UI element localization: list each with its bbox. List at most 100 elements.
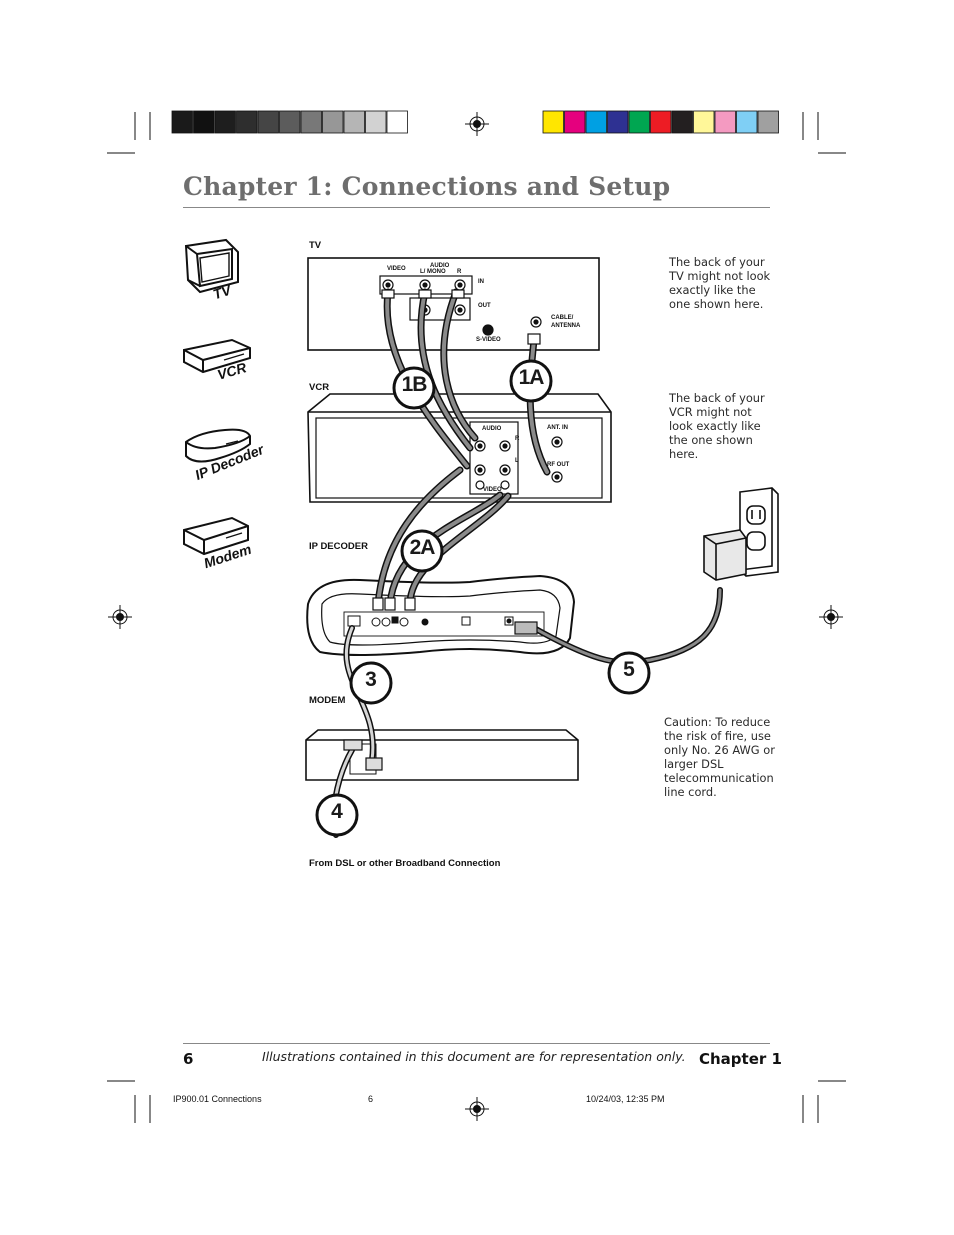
calibration-swatch [607,110,629,134]
av-cables [330,288,723,838]
tv-in-label: IN [478,279,484,285]
page-title: Chapter 1: Connections and Setup [183,172,671,201]
caution-line: line cord. [664,785,717,799]
vcr-jacks [474,436,563,490]
crop-mark-top-right [802,112,846,154]
vcr-note-line: look exactly like [669,419,761,433]
calibration-swatch [757,110,779,134]
calibration-swatch [693,110,715,134]
calibration-swatch [628,110,650,134]
slug-page: 6 [368,1094,374,1104]
ip-decoder-jacks [347,615,514,627]
step-1a-label: 1A [518,366,545,389]
vcr-note-line: VCR might not [669,405,752,419]
tv-icon [184,238,239,294]
tv-svideo-label: S-VIDEO [476,337,501,343]
tv-back-panel [307,257,600,351]
crop-mark-bottom-left [107,1080,151,1123]
calibration-swatch [365,110,387,134]
wall-outlet [739,487,779,577]
vcr-l-label: L [515,458,519,464]
crop-mark-bottom-right [802,1080,846,1123]
tv-audio-label: AUDIO [430,263,450,269]
calibration-swatch [257,110,279,134]
calibration-swatch [171,110,193,134]
vcr-video-label: VIDEO [483,487,502,493]
calibration-swatch [585,110,607,134]
vcr-icon [183,338,251,374]
step-4-circle [315,793,359,837]
vcr-note-line: The back of your [669,391,765,405]
page-number: 6 [183,1050,194,1068]
slug-file: IP900.01 Connections [173,1094,262,1104]
vcr-note: The back of your VCR might not look exac… [669,391,779,461]
tv-video-label: VIDEO [387,266,406,272]
modem-section-label: MODEM [309,695,346,706]
calibration-swatch [300,110,322,134]
dsl-source-label: From DSL or other Broadband Connection [309,858,501,869]
calibration-swatch [322,110,344,134]
tv-section-label: TV [309,240,322,251]
title-rule [183,207,770,208]
footer-disclaimer: Illustrations contained in this document… [262,1049,686,1064]
vcr-rf-out-label: RF OUT [547,462,570,468]
cable-plugs [343,289,541,771]
tv-cable-label: CABLE/ [551,315,574,321]
vcr-note-line: here. [669,447,699,461]
calibration-swatch [564,110,586,134]
vcr-r-label: R [515,436,520,442]
tv-note: The back of your TV might not look exact… [669,255,779,311]
caution-line: Caution: To reduce [664,715,771,729]
ip-decoder-section-label: IP DECODER [309,541,368,552]
vcr-audio-label: AUDIO [482,426,502,432]
step-5-label: 5 [623,658,635,681]
step-1b-label: 1B [401,373,428,396]
tv-antenna-label: ANTENNA [551,323,581,329]
vcr-back-panel [307,393,612,503]
step-1a-circle [509,359,553,403]
registration-mark-right [819,605,843,629]
step-5-circle [607,651,651,695]
step-3-label: 3 [365,668,377,691]
caution-line: only No. 26 AWG or [664,743,775,757]
registration-mark-bottom [465,1097,489,1121]
grayscale-bar [171,110,408,134]
calibration-swatch [214,110,236,134]
registration-mark-left [108,605,132,629]
calibration-swatch [714,110,736,134]
step-2a-label: 2A [409,536,436,559]
tv-lmono-label: L/ MONO [420,269,446,275]
vcr-section-label: VCR [309,382,330,393]
step-1b-circle [392,366,436,410]
calibration-swatch [343,110,365,134]
tv-out-label: OUT [478,303,491,309]
caution-note: Caution: To reduce the risk of fire, use… [664,715,784,799]
step-2a-circle [400,529,444,573]
calibration-swatch [671,110,693,134]
tv-note-line: The back of your [669,255,765,269]
caution-line: telecommunication [664,771,774,785]
crop-mark-top-left [107,112,151,154]
footer-rule [183,1043,770,1044]
calibration-swatch [386,110,408,134]
step-circles [315,359,651,837]
calibration-swatch [193,110,215,134]
caution-line: larger DSL [664,757,724,771]
ip-decoder-icon [185,428,251,463]
calibration-swatch [236,110,258,134]
tv-r-label: R [457,269,462,275]
step-3-circle [349,661,393,705]
power-adapter [703,529,747,581]
color-bar [542,110,779,134]
calibration-swatch [542,110,564,134]
footer-chapter: Chapter 1 [699,1050,782,1068]
calibration-swatch [650,110,672,134]
calibration-swatch [736,110,758,134]
registration-mark-top [465,112,489,136]
modem-icon [183,516,249,556]
slug-timestamp: 10/24/03, 12:35 PM [586,1094,665,1104]
tv-note-line: exactly like the [669,283,756,297]
